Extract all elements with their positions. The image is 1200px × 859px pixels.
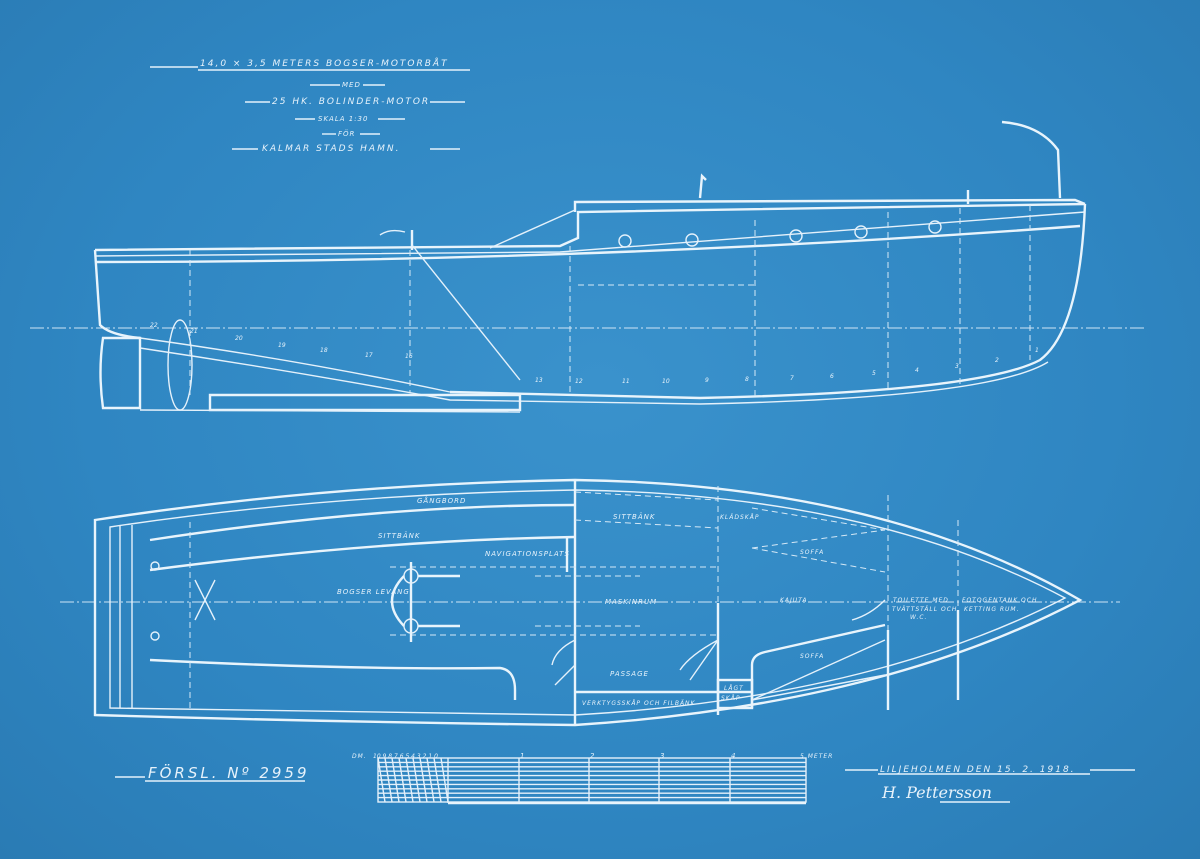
frame-number: 2 bbox=[995, 357, 999, 364]
scale-diagonal bbox=[391, 757, 400, 803]
signature: H. Pettersson bbox=[881, 783, 992, 802]
plan-view: GÅNGBORD SITTBÄNK NAVIGATIONSPLATS BOGSE… bbox=[60, 478, 1120, 727]
scale-diagonal bbox=[384, 757, 393, 803]
frame-number: 19 bbox=[278, 342, 286, 349]
frame-number: 7 bbox=[790, 375, 794, 382]
frame-number: 13 bbox=[535, 377, 543, 384]
label-bogser: BOGSER LEVANG bbox=[337, 588, 410, 596]
scale-tick-4: 4 bbox=[731, 752, 736, 760]
scale-tick-3: 3 bbox=[660, 752, 665, 760]
frame-number: 8 bbox=[745, 376, 749, 383]
frame-number: 3 bbox=[955, 363, 959, 370]
frame-number: 17 bbox=[365, 352, 373, 359]
title-line-2: MED bbox=[342, 81, 361, 89]
label-toilette-2: TVÄTTSTÄLL OCH bbox=[892, 606, 957, 613]
frame-number: 16 bbox=[405, 353, 413, 360]
label-lagt: LÅGT bbox=[724, 685, 744, 692]
frame-number: 9 bbox=[705, 377, 709, 384]
label-navigation: NAVIGATIONSPLATS bbox=[485, 550, 570, 558]
drawing-number: FÖRSL. Nº 2959 bbox=[148, 763, 310, 782]
label-toilette-3: W.C. bbox=[910, 614, 927, 621]
frame-number: 21 bbox=[190, 328, 198, 335]
label-fotogen-2: KETTING RUM. bbox=[964, 606, 1020, 613]
scale-tick-1: 1 bbox=[520, 752, 525, 760]
scale-dm-ticks: 10 9 8 7 6 5 4 3 2 1 0 bbox=[373, 753, 438, 760]
scale-end-label: 5 METER bbox=[800, 753, 833, 760]
label-passage: PASSAGE bbox=[610, 670, 649, 678]
scale-bar: DM. 10 9 8 7 6 5 4 3 2 1 0 1 2 3 4 5 MET… bbox=[352, 752, 833, 805]
frame-number: 10 bbox=[662, 378, 670, 385]
title-line-1: 14,0 × 3,5 METERS BOGSER-MOTORBÅT bbox=[200, 57, 449, 69]
label-fotogen-1: FOTOGENTANK OCH bbox=[962, 597, 1037, 604]
label-gangbord: GÅNGBORD bbox=[417, 496, 466, 505]
title-block: 14,0 × 3,5 METERS BOGSER-MOTORBÅT MED 25… bbox=[150, 57, 470, 154]
frame-number: 12 bbox=[575, 378, 583, 385]
scale-diagonal bbox=[426, 757, 435, 803]
frame-number: 11 bbox=[622, 378, 630, 385]
scale-tick-2: 2 bbox=[590, 752, 595, 760]
scale-diagonal bbox=[377, 757, 386, 803]
label-maskinrum: MASKINRUM bbox=[605, 598, 657, 606]
scale-diagonal bbox=[419, 757, 428, 803]
frame-number: 4 bbox=[915, 367, 919, 374]
scale-dm-label: DM. bbox=[352, 753, 367, 760]
frame-number: 5 bbox=[872, 370, 876, 377]
label-soffa-top: SOFFA bbox=[800, 549, 824, 556]
label-sittbank-left: SITTBÄNK bbox=[378, 531, 421, 540]
label-sittbank-mid: SITTBÄNK bbox=[613, 512, 656, 521]
place-date: LILJEHOLMEN DEN 15. 2. 1918. bbox=[880, 765, 1076, 775]
scale-diagonal bbox=[398, 757, 407, 803]
label-toilette-1: TOILETTE MED bbox=[893, 597, 949, 604]
label-kajuta: KAJUTA bbox=[780, 597, 807, 604]
label-skap: SKÅP bbox=[721, 695, 740, 702]
frame-number: 6 bbox=[830, 373, 834, 380]
title-line-5: FÖR bbox=[338, 129, 355, 138]
frame-number: 1 bbox=[1035, 347, 1039, 354]
frame-number: 18 bbox=[320, 347, 328, 354]
title-line-3: 25 HK. BOLINDER-MOTOR bbox=[272, 97, 430, 107]
title-line-6: KALMAR STADS HAMN. bbox=[262, 144, 400, 154]
label-verktyg: VERKTYGSSKÅP OCH FILBÄNK bbox=[582, 700, 696, 707]
frame-number: 22 bbox=[150, 322, 158, 329]
frame-number: 20 bbox=[235, 335, 243, 342]
label-soffa-bottom: SOFFA bbox=[800, 653, 824, 660]
title-line-4: SKALA 1:30 bbox=[318, 115, 368, 123]
scale-diagonal bbox=[440, 757, 449, 803]
scale-diagonal bbox=[412, 757, 421, 803]
scale-diagonal bbox=[405, 757, 414, 803]
scale-diagonal bbox=[433, 757, 442, 803]
label-kladskap: KLÄDSKÅP bbox=[720, 514, 759, 521]
